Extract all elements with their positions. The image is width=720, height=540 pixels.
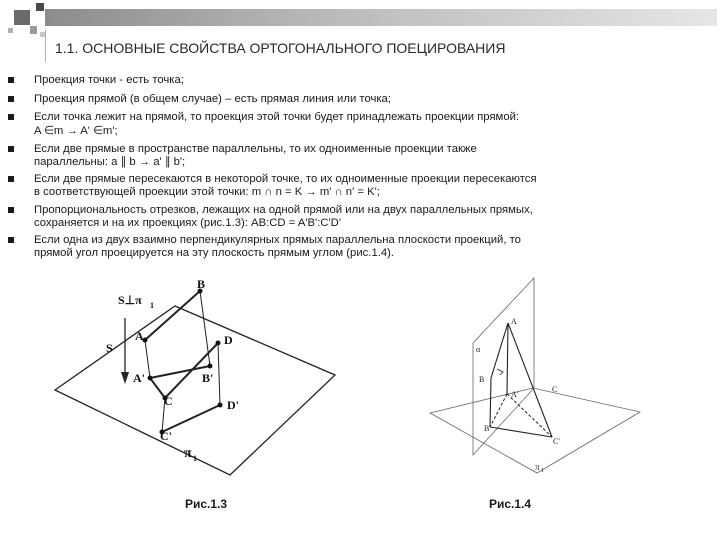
line-ac-proj (506, 393, 553, 438)
header-square-5 (40, 32, 45, 37)
bullet-text: Если две прямые пересекаются в некоторой… (34, 173, 537, 185)
line-ab-proj (489, 393, 508, 428)
bullet-text: A ∈m → A' ∈m'; (34, 125, 118, 137)
projection-plane (53, 305, 337, 476)
label-c1: C' (160, 429, 172, 443)
label-alpha: α (476, 345, 481, 354)
bullet-text: прямой угол проецируется на эту плоскост… (34, 247, 395, 259)
bullet-text: Проекция точки - есть точка; (34, 74, 184, 86)
line-cd-proj (161, 404, 221, 433)
label-c: C (164, 394, 173, 408)
label-b1: B' (202, 371, 213, 385)
label-s-perp: S⊥π (118, 293, 142, 307)
label-c: C (552, 385, 557, 394)
bullet-marker-icon (8, 146, 14, 152)
label-pi: π (184, 446, 192, 461)
bullet-marker-icon (8, 176, 14, 182)
bullet-text: Пропорциональность отрезков, лежащих на … (34, 204, 533, 216)
title-divider (45, 30, 46, 62)
bullet-text: Если точка лежит на прямой, то проекция … (34, 111, 520, 123)
figure-1-3-caption: Рис.1.3 (185, 497, 228, 511)
bullet-marker-icon (8, 114, 14, 120)
direction-arrow-head (121, 372, 129, 384)
header-square-3 (30, 26, 37, 34)
projector-a (506, 322, 509, 395)
label-b: B (197, 277, 205, 291)
bullet-marker-icon (8, 237, 14, 243)
projector-b (489, 377, 492, 428)
point-c1 (159, 429, 165, 435)
point-d (215, 340, 221, 346)
header-bar (45, 9, 717, 26)
projector-a (144, 339, 151, 379)
label-b: B (479, 375, 484, 384)
figure-1-4-caption: Рис.1.4 (489, 497, 532, 511)
bullet-marker-icon (8, 77, 14, 83)
bullet-marker-icon (8, 96, 14, 102)
label-pi-sub: 1 (193, 454, 197, 463)
line-ab (490, 322, 509, 379)
label-a: A (511, 317, 517, 326)
label-s: S (106, 341, 113, 355)
projector-d (217, 342, 221, 406)
bullet-text: сохраняется и на их проекциях (рис.1.3):… (34, 217, 341, 229)
right-angle-mark (496, 368, 504, 376)
line-ab-proj (149, 365, 211, 379)
bullet-marker-icon (8, 207, 14, 213)
point-c (162, 395, 168, 401)
line-cd (164, 342, 219, 399)
point-b (197, 288, 203, 294)
label-d: D (224, 333, 233, 347)
point-a1 (147, 375, 153, 381)
bullet-text: Если одна из двух взаимно перпендикулярн… (34, 234, 521, 246)
line-ab (144, 290, 201, 341)
point-a (142, 337, 148, 343)
label-d1: D' (227, 398, 239, 412)
label-a1: A' (133, 371, 145, 385)
point-b1 (207, 363, 213, 369)
point-d1 (217, 402, 223, 408)
projector-b (199, 290, 211, 367)
header-square-1 (14, 10, 30, 25)
page-title: 1.1. ОСНОВНЫЕ СВОЙСТВА ОРТОГОНАЛЬНОГО ПО… (55, 40, 506, 56)
bullet-text: Проекция прямой (в общем случае) – есть … (34, 93, 391, 105)
bullet-text: в соответствующей проекции этой точки: m… (34, 186, 380, 198)
projector-c (161, 397, 166, 433)
label-pi-sub: 1 (541, 468, 544, 474)
header-square-2 (36, 3, 44, 11)
label-c1: C' (553, 437, 560, 446)
header-square-4 (8, 28, 13, 33)
line-ab-lower (149, 377, 166, 399)
line-ac (507, 322, 553, 438)
label-pi: π (535, 462, 540, 472)
bullet-text: параллельны: a ∥ b → a' ∥ b'; (34, 156, 186, 168)
label-s-perp-sub: 1 (150, 301, 154, 310)
bullet-text: Если две прямые в пространстве параллель… (34, 143, 477, 155)
label-b1: B' (484, 424, 491, 433)
label-a1: A' (511, 390, 519, 399)
line-bc-proj (489, 426, 553, 438)
horizontal-plane (428, 387, 642, 474)
label-a: A (135, 329, 144, 343)
